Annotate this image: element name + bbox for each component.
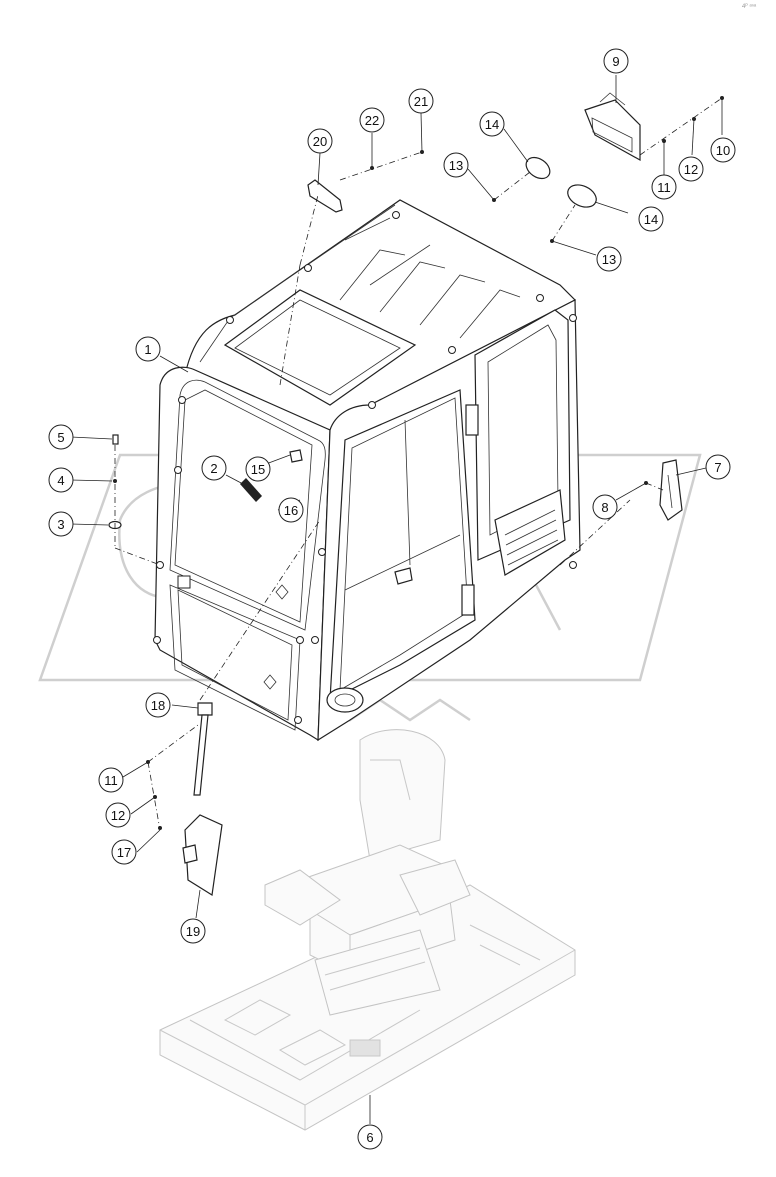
bracket-part-9 [584,92,641,162]
svg-text:18: 18 [151,698,165,713]
floor-plate-assembly [159,729,576,1131]
callout-11-top: 11 [651,174,677,200]
handle-part-7 [659,459,683,521]
lamp-part-19 [182,702,223,896]
svg-text:9: 9 [612,54,619,69]
svg-text:1: 1 [144,342,151,357]
callout-22: 22 [359,107,385,133]
callout-12-top: 12 [678,156,704,182]
svg-text:13: 13 [602,252,616,267]
leader-lines [70,75,723,1124]
callouts: 1 2 3 4 5 6 7 8 9 10 11 11 12 12 13 13 1… [48,48,736,1150]
svg-text:12: 12 [684,162,698,177]
svg-text:12: 12 [111,808,125,823]
mirror-part-20 [307,179,343,213]
callout-14-bottom: 14 [638,206,664,232]
svg-text:5: 5 [57,430,64,445]
svg-text:6: 6 [366,1130,373,1145]
svg-text:4: 4 [57,473,64,488]
callout-9: 9 [603,48,629,74]
callout-19: 19 [180,918,206,944]
callout-1: 1 [135,336,161,362]
cab-assembly [153,199,581,742]
callout-6: 6 [357,1124,383,1150]
svg-text:17: 17 [117,845,131,860]
disc-part-14b [567,184,597,208]
callout-4: 4 [48,467,74,493]
svg-text:22: 22 [365,113,379,128]
callout-17: 17 [111,839,137,865]
disc-part-14a [525,156,551,180]
callout-15: 15 [245,456,271,482]
svg-text:15: 15 [251,462,265,477]
corner-mark: 4ᴾ ᵃⁿᵃ [742,3,757,10]
callout-8: 8 [592,494,618,520]
svg-text:13: 13 [449,158,463,173]
clip-part-15 [289,449,303,463]
svg-text:2: 2 [210,461,217,476]
svg-text:21: 21 [414,94,428,109]
svg-text:16: 16 [284,503,298,518]
svg-text:19: 19 [186,924,200,939]
callout-3: 3 [48,511,74,537]
svg-text:14: 14 [644,212,658,227]
callout-20: 20 [307,128,333,154]
callout-13-bottom: 13 [596,246,622,272]
svg-text:11: 11 [104,773,118,788]
svg-text:3: 3 [57,517,64,532]
bolt-part-5 [112,434,119,445]
strip-part-2 [240,478,262,502]
callout-14-top: 14 [479,111,505,137]
callout-13-top: 13 [443,152,469,178]
callout-7: 7 [705,454,731,480]
svg-text:7: 7 [714,460,721,475]
svg-text:8: 8 [601,500,608,515]
callout-21: 21 [408,88,434,114]
callout-11-bottom: 11 [98,767,124,793]
callout-2: 2 [201,455,227,481]
svg-text:20: 20 [313,134,327,149]
callout-10: 10 [710,137,736,163]
svg-text:14: 14 [485,117,499,132]
callout-16: 16 [278,497,304,523]
svg-text:10: 10 [716,143,730,158]
callout-12-bottom: 12 [105,802,131,828]
callout-18: 18 [145,692,171,718]
svg-text:11: 11 [657,180,671,195]
callout-5: 5 [48,424,74,450]
